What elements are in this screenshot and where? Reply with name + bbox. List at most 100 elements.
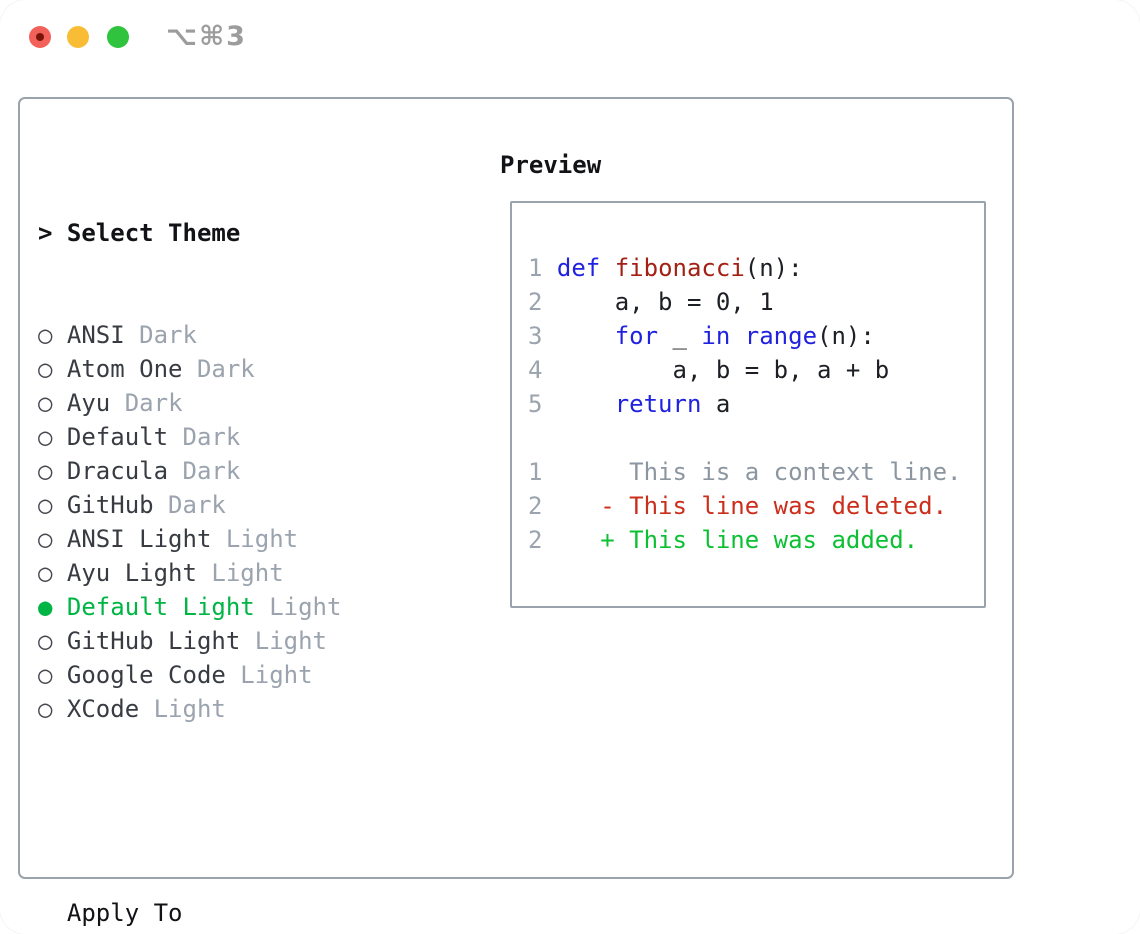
option-label: Google Code	[66, 661, 226, 689]
theme-variant-label: Dark	[168, 457, 241, 485]
theme-option[interactable]: ○ GitHub Dark	[38, 488, 443, 522]
theme-option[interactable]: ○ Google Code Light	[38, 658, 443, 692]
code-segment-p: _	[658, 322, 702, 350]
option-label: Ayu	[66, 389, 111, 417]
code-segment-p: (n):	[817, 322, 875, 350]
option-label: ANSI Light	[66, 525, 212, 553]
select-theme-label: Select Theme	[66, 219, 241, 247]
code-segment-num: 1	[528, 458, 543, 486]
code-segment-p: a, b = 0, 1	[556, 288, 774, 316]
code-segment-p	[730, 322, 744, 350]
code-segment-add: + This line was added.	[600, 526, 919, 554]
theme-variant-label: Dark	[153, 491, 226, 519]
option-label: Atom One	[66, 355, 183, 383]
option-label: GitHub Light	[66, 627, 241, 655]
theme-option[interactable]: ○ ANSI Dark	[38, 318, 443, 352]
theme-variant-label: Light	[139, 695, 226, 723]
radio-unselected-icon: ○	[38, 355, 67, 383]
theme-option[interactable]: ● Default Light Light	[38, 590, 443, 624]
code-segment-num: 1	[528, 254, 557, 282]
radio-unselected-icon: ○	[38, 525, 67, 553]
code-segment-kw: in	[701, 322, 731, 350]
option-label: Default Light	[66, 593, 255, 621]
code-line	[528, 421, 961, 455]
code-segment-p	[600, 254, 614, 282]
code-line: 1 This is a context line.	[528, 455, 961, 489]
radio-unselected-icon: ○	[38, 491, 67, 519]
theme-variant-label: Light	[196, 559, 284, 587]
code-line: 1 def fibonacci(n):	[528, 251, 961, 285]
code-segment-kw: return	[614, 390, 702, 418]
option-label: ANSI	[66, 321, 125, 349]
code-line: 4 a, b = b, a + b	[528, 353, 961, 387]
code-segment-num: 2	[528, 492, 543, 520]
code-segment-num: 3	[528, 322, 557, 350]
theme-option[interactable]: ○ Default Dark	[38, 420, 443, 454]
title-bar: ⌥⌘3	[0, 0, 1140, 75]
code-line: 2 a, b = 0, 1	[528, 285, 961, 319]
radio-unselected-icon: ○	[38, 423, 67, 451]
code-segment-p: (n):	[744, 254, 803, 282]
theme-variant-label: Dark	[124, 321, 197, 349]
apply-to-header: Apply To	[66, 899, 183, 927]
option-label: XCode	[66, 695, 140, 723]
theme-options: ○ ANSI Dark○ Atom One Dark○ Ayu Dark○ De…	[38, 318, 443, 726]
theme-option[interactable]: ○ XCode Light	[38, 692, 443, 726]
code-segment-fn: fibonacci	[614, 254, 745, 282]
select-theme-header: > Select Theme	[38, 216, 443, 250]
code-segment-num: 5	[528, 390, 557, 418]
code-segment-p	[557, 390, 615, 418]
radio-unselected-icon: ○	[38, 661, 67, 689]
theme-option[interactable]: ○ ANSI Light Light	[38, 522, 443, 556]
radio-unselected-icon: ○	[38, 389, 67, 417]
theme-option[interactable]: ○ Dracula Dark	[38, 454, 443, 488]
option-label: Ayu Light	[66, 559, 197, 587]
code-segment-p: a	[701, 390, 731, 418]
code-segment-num: 2	[528, 288, 557, 316]
code-line: 2 + This line was added.	[528, 523, 961, 557]
radio-unselected-icon: ○	[38, 559, 67, 587]
code-segment-del: - This line was deleted.	[600, 492, 948, 520]
code-segment-ctx: This is a context line.	[542, 458, 962, 486]
theme-option[interactable]: ○ Ayu Dark	[38, 386, 443, 420]
code-segment-kw: for	[614, 322, 659, 350]
code-segment-p	[542, 492, 600, 520]
theme-variant-label: Light	[225, 661, 313, 689]
theme-variant-label: Light	[240, 627, 327, 655]
close-button[interactable]	[29, 26, 51, 48]
radio-selected-icon: ●	[38, 593, 67, 621]
radio-unselected-icon: ○	[38, 321, 67, 349]
theme-option[interactable]: ○ Atom One Dark	[38, 352, 443, 386]
option-label: GitHub	[66, 491, 154, 519]
radio-unselected-icon: ○	[38, 457, 67, 485]
code-line: 2 - This line was deleted.	[528, 489, 961, 523]
theme-option[interactable]: ○ GitHub Light Light	[38, 624, 443, 658]
option-label: Default	[66, 423, 169, 451]
code-segment-p: a, b = b, a + b	[556, 356, 890, 384]
zoom-button[interactable]	[107, 26, 129, 48]
code-segment-kw: def	[556, 254, 601, 282]
option-label: Dracula	[66, 457, 169, 485]
code-line: 3 for _ in range(n):	[528, 319, 961, 353]
code-segment-p	[542, 526, 600, 554]
window-title: ⌥⌘3	[166, 21, 247, 52]
code-segment-kw: range	[744, 322, 818, 350]
spacer	[38, 794, 443, 828]
theme-variant-label: Dark	[182, 355, 255, 383]
theme-variant-label: Dark	[110, 389, 183, 417]
minimize-button[interactable]	[67, 26, 89, 48]
theme-option[interactable]: ○ Ayu Light Light	[38, 556, 443, 590]
code-segment-num: 4	[528, 356, 557, 384]
radio-unselected-icon: ○	[38, 627, 67, 655]
theme-list: > Select Theme ○ ANSI Dark○ Atom One Dar…	[38, 148, 443, 934]
code-segment-p	[557, 322, 615, 350]
theme-variant-label: Dark	[168, 423, 241, 451]
code-segment-num: 2	[528, 526, 543, 554]
code-line: 5 return a	[528, 387, 961, 421]
focus-caret: >	[38, 219, 67, 247]
theme-variant-label: Light	[211, 525, 299, 553]
theme-variant-label: Light	[254, 593, 342, 621]
